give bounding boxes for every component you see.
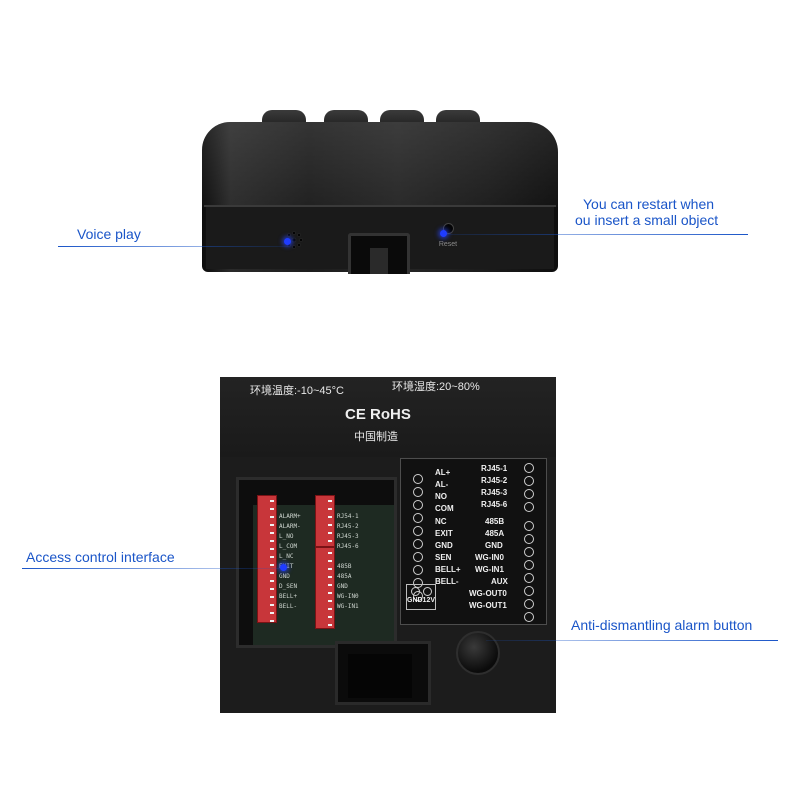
red-connector-left	[257, 495, 277, 623]
leader-line-restart	[446, 234, 748, 235]
temperature-spec: 环境温度:-10~45°C	[250, 385, 344, 397]
connector-pin	[270, 556, 274, 558]
connector-pin	[328, 624, 332, 626]
connector-pin	[328, 608, 332, 610]
screw-column-left	[413, 474, 423, 604]
connector-pin	[270, 572, 274, 574]
device-top-view: Reset	[200, 100, 560, 275]
connector-pin	[270, 612, 274, 614]
connector-pin	[270, 540, 274, 542]
connector-pin	[328, 552, 332, 554]
connector-pin	[270, 604, 274, 606]
callout-access-control: Access control interface	[26, 549, 175, 565]
connector-pin	[270, 508, 274, 510]
connector-pin	[270, 500, 274, 502]
callout-restart-line1: You can restart when	[583, 196, 715, 212]
connector-pin	[270, 516, 274, 518]
callout-restart-line2: ou insert a small object	[575, 212, 719, 228]
device-back-panel: 环境温度:-10~45°C 环境湿度:20~80% CE RoHS 中国制造 A…	[220, 377, 556, 713]
connector-pin	[270, 596, 274, 598]
indicator-dot-voice	[284, 238, 291, 245]
indicator-dot-access	[280, 564, 287, 571]
reset-hole: Reset	[433, 217, 463, 253]
reset-label: Reset	[438, 241, 458, 248]
connector-pin	[328, 576, 332, 578]
indicator-dot-restart	[440, 230, 447, 237]
leader-line-access	[22, 568, 284, 569]
leader-line-voice	[58, 246, 288, 247]
connector-pin	[328, 500, 332, 502]
connector-pin	[328, 616, 332, 618]
connector-pin	[328, 592, 332, 594]
red-connector-right-bottom	[315, 547, 335, 629]
pcb-board: ALARM+ ALARM- L_NO L_COM L_NC EXIT GND D…	[253, 495, 394, 645]
connector-pin	[328, 568, 332, 570]
connector-pin	[328, 508, 332, 510]
connector-pin	[328, 540, 332, 542]
connector-pin	[270, 524, 274, 526]
terminal-label-card: AL+ AL- NO COM NC EXIT GND SEN BELL+ BEL…	[400, 458, 547, 625]
gnd12v-terminal: GND12V	[406, 584, 436, 610]
connector-pin	[328, 532, 332, 534]
connector-pin	[328, 600, 332, 602]
connector-pin	[328, 584, 332, 586]
made-in-label: 中国制造	[354, 431, 398, 443]
screw-column-right	[524, 521, 534, 625]
connector-pin	[270, 532, 274, 534]
connector-pin	[270, 620, 274, 622]
callout-anti-dismantling: Anti-dismantling alarm button	[571, 617, 753, 633]
leader-line-tamper	[486, 640, 778, 641]
connector-pin	[328, 516, 332, 518]
connector-pin	[270, 564, 274, 566]
connector-pin	[270, 580, 274, 582]
connector-pin	[270, 588, 274, 590]
connector-pin	[270, 548, 274, 550]
mounting-slot	[335, 641, 431, 705]
wiring-cavity: ALARM+ ALARM- L_NO L_COM L_NC EXIT GND D…	[236, 477, 397, 648]
connector-pin	[328, 524, 332, 526]
certification-mark: CE RoHS	[345, 406, 411, 423]
callout-voice-play: Voice play	[77, 226, 141, 242]
red-connector-right-top	[315, 495, 335, 547]
reset-hole-icon	[443, 223, 454, 234]
tamper-button	[456, 631, 500, 675]
humidity-spec: 环境湿度:20~80%	[392, 381, 480, 393]
usb-port	[348, 233, 410, 274]
connector-pin	[328, 560, 332, 562]
screw-column-rj45	[524, 463, 534, 515]
